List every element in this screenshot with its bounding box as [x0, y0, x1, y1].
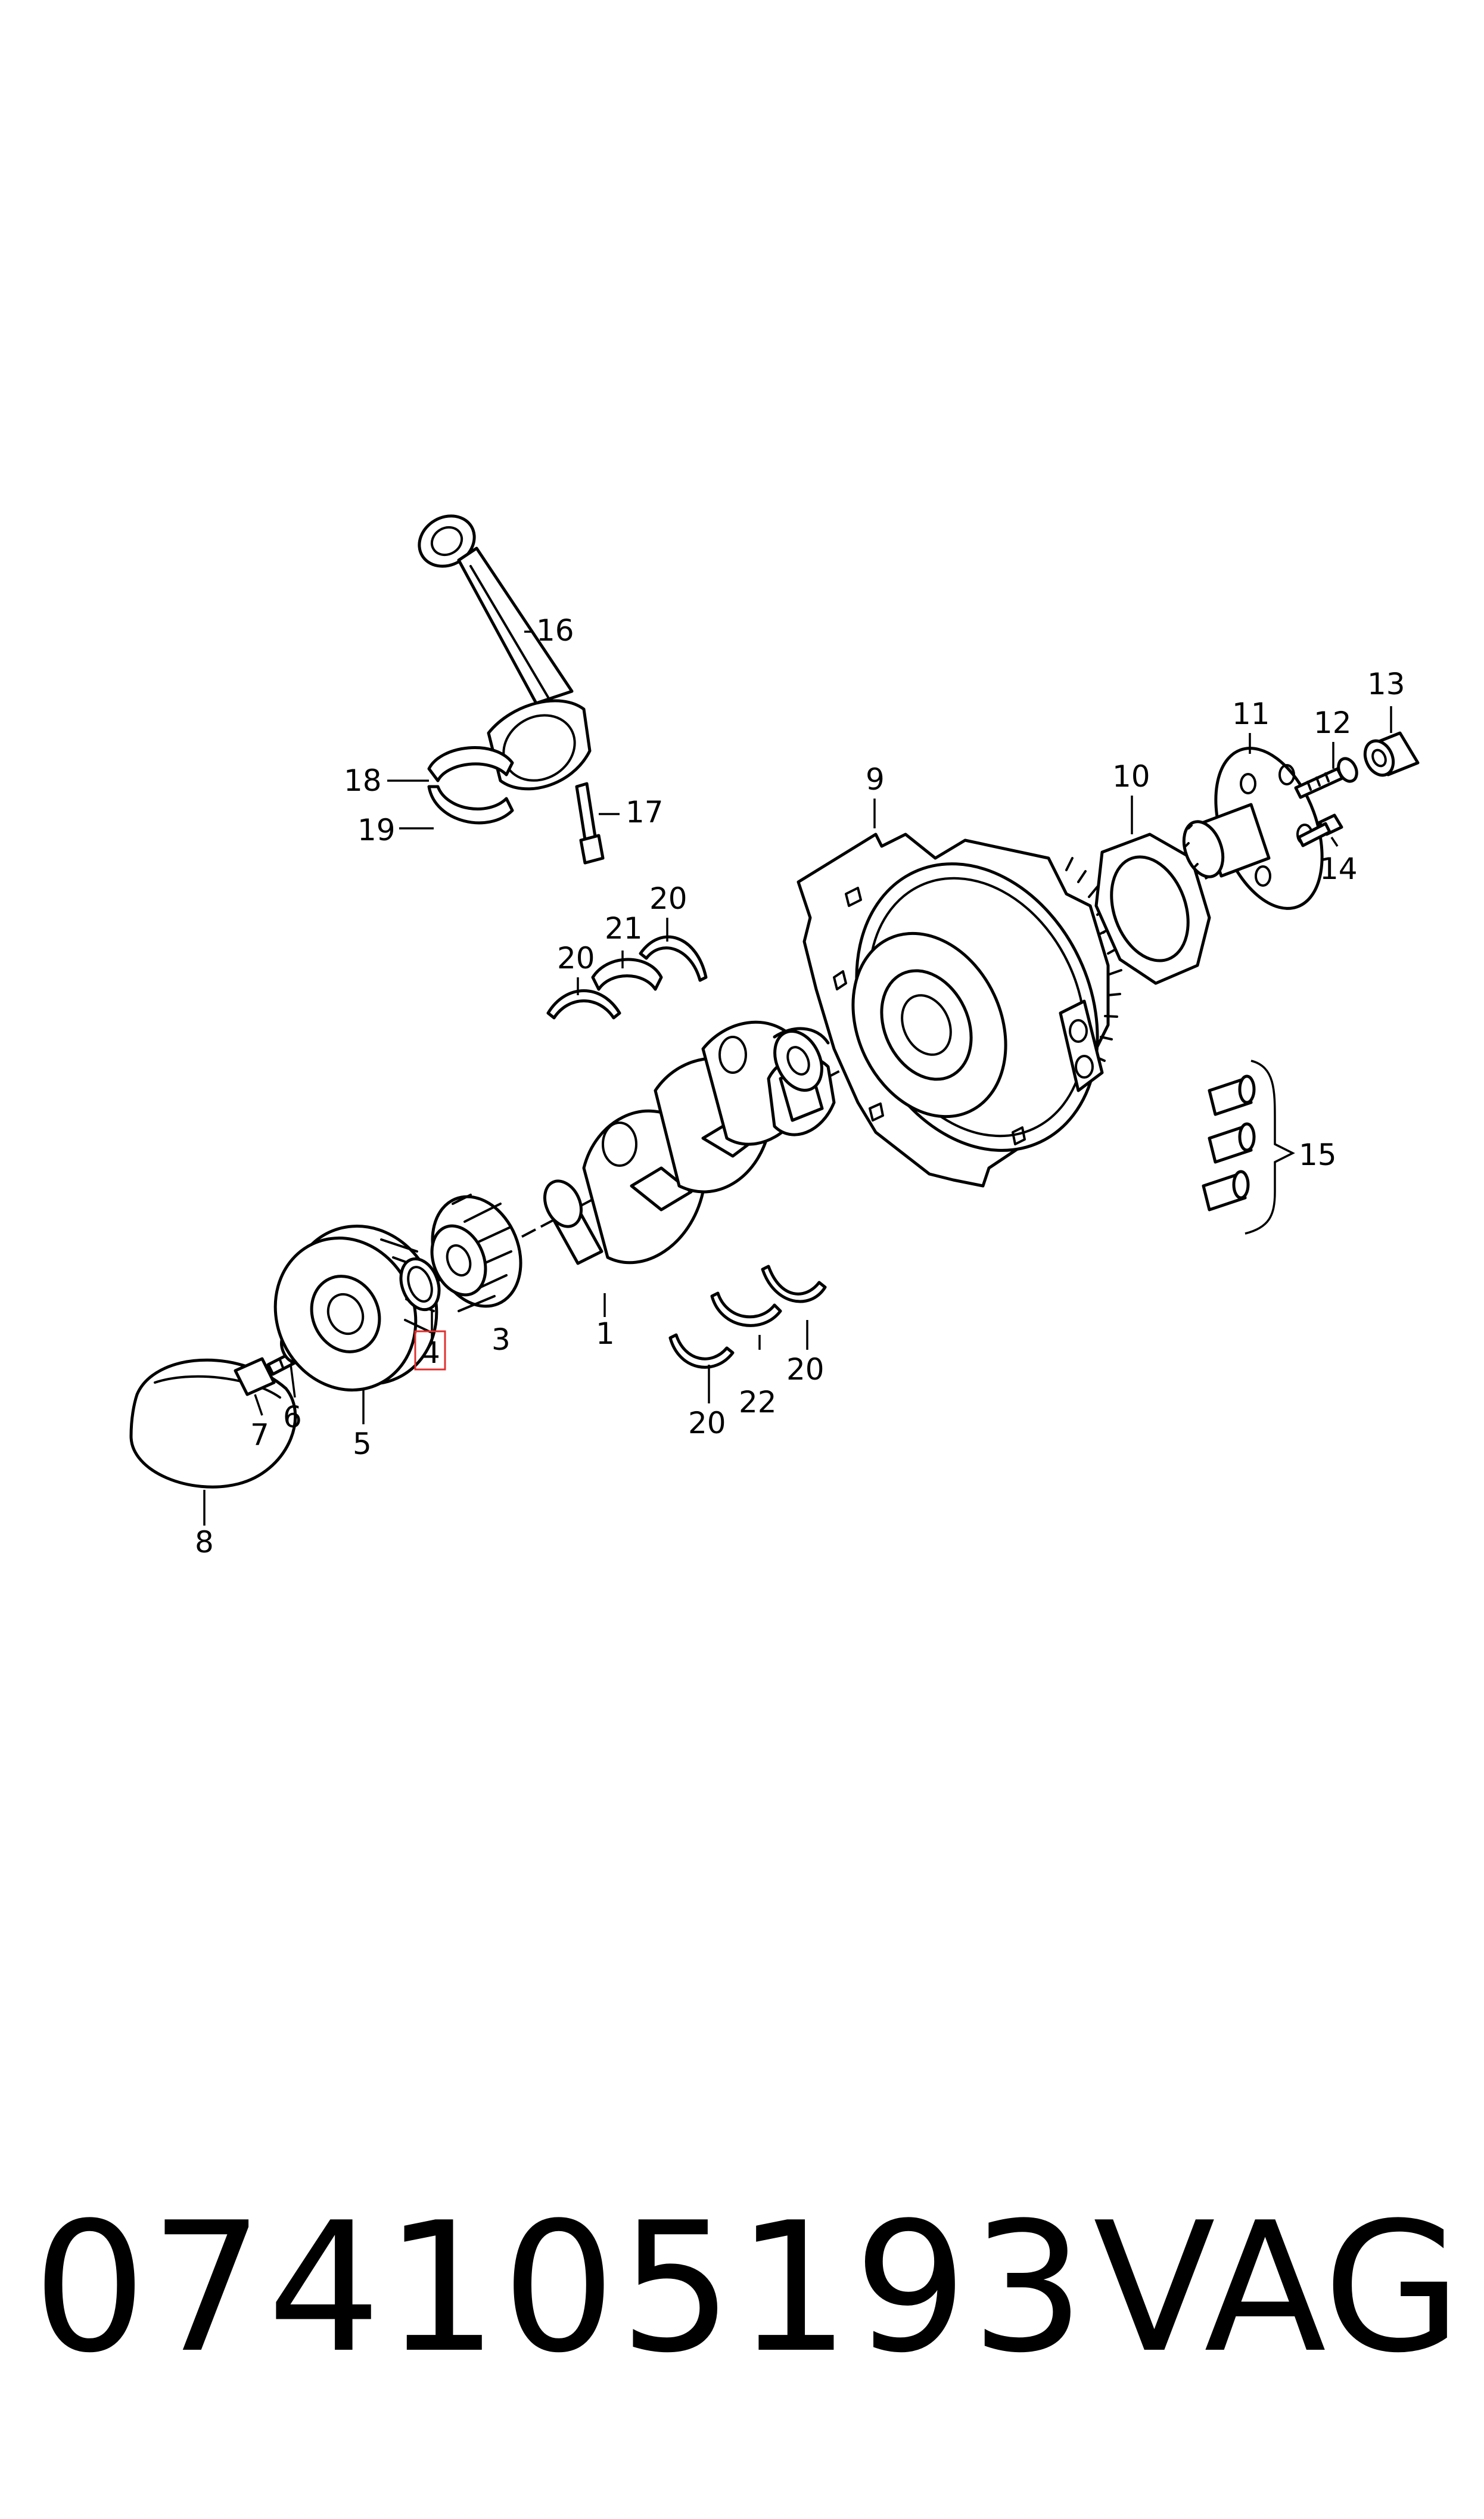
callout-10: 10: [1112, 759, 1150, 794]
callout-20-top-right: 20: [649, 881, 687, 916]
part-22-main-bearing-lower: [710, 1291, 782, 1327]
callout-16: 16: [536, 613, 574, 648]
callout-15: 15: [1299, 1138, 1337, 1172]
part-13-bushing: [1363, 731, 1420, 777]
callout-14: 14: [1320, 852, 1358, 886]
callout-5: 5: [353, 1427, 372, 1461]
leader-lines: [203, 630, 1392, 1526]
part-10-gasket: [1094, 833, 1211, 985]
part-5-pulley: [273, 1225, 438, 1391]
part-15-bolt-set: [1202, 1060, 1295, 1235]
callout-3: 3: [491, 1322, 511, 1357]
callout-22: 22: [739, 1385, 777, 1420]
part-9-flywheel: [797, 833, 1122, 1188]
callout-17: 17: [626, 795, 664, 830]
brand-label: VAG: [1093, 2184, 1462, 2392]
part-14-bolt: [1297, 813, 1343, 847]
callout-6: 6: [283, 1400, 302, 1434]
callout-20-bottom-right: 20: [786, 1352, 825, 1387]
part-18-bearing-shell: [427, 746, 514, 782]
part-21-main-bearing-upper: [591, 958, 663, 991]
part-number-label: 074105193: [33, 2184, 1088, 2392]
callout-4-highlight-box: [414, 1330, 446, 1371]
callout-8: 8: [195, 1525, 214, 1560]
part-20-thrust-washer-upper-left: [546, 989, 621, 1020]
callout-21: 21: [605, 911, 643, 946]
callout-20-top-left: 20: [557, 941, 595, 976]
part-12-bolt: [1294, 757, 1358, 799]
callout-18: 18: [344, 763, 382, 798]
callout-9: 9: [866, 762, 885, 797]
part-3-gear: [430, 1194, 522, 1312]
part-16-connecting-rod: [418, 514, 592, 791]
callout-20-bottom-left: 20: [688, 1406, 726, 1440]
callouts: 16 17 18 19 20 21 20 9 10 11 12 13 14 15…: [195, 613, 1405, 1560]
callout-19: 19: [357, 813, 396, 847]
callout-12: 12: [1314, 706, 1352, 740]
callout-1: 1: [596, 1316, 615, 1351]
callout-4: 4: [421, 1335, 440, 1370]
part-20-thrust-washer-lower-right: [761, 1265, 827, 1303]
part-20-thrust-washer-lower-left: [668, 1333, 735, 1369]
part-4-seal-ring: [399, 1257, 441, 1312]
part-1-crankshaft: [543, 1020, 836, 1265]
callout-11: 11: [1232, 697, 1270, 731]
part-19-bearing-shell: [427, 785, 514, 825]
part-17-rod-bolt: [575, 782, 605, 865]
part-20-thrust-washer-upper-right: [639, 935, 708, 982]
callout-7: 7: [250, 1418, 269, 1452]
callout-13: 13: [1367, 667, 1405, 701]
